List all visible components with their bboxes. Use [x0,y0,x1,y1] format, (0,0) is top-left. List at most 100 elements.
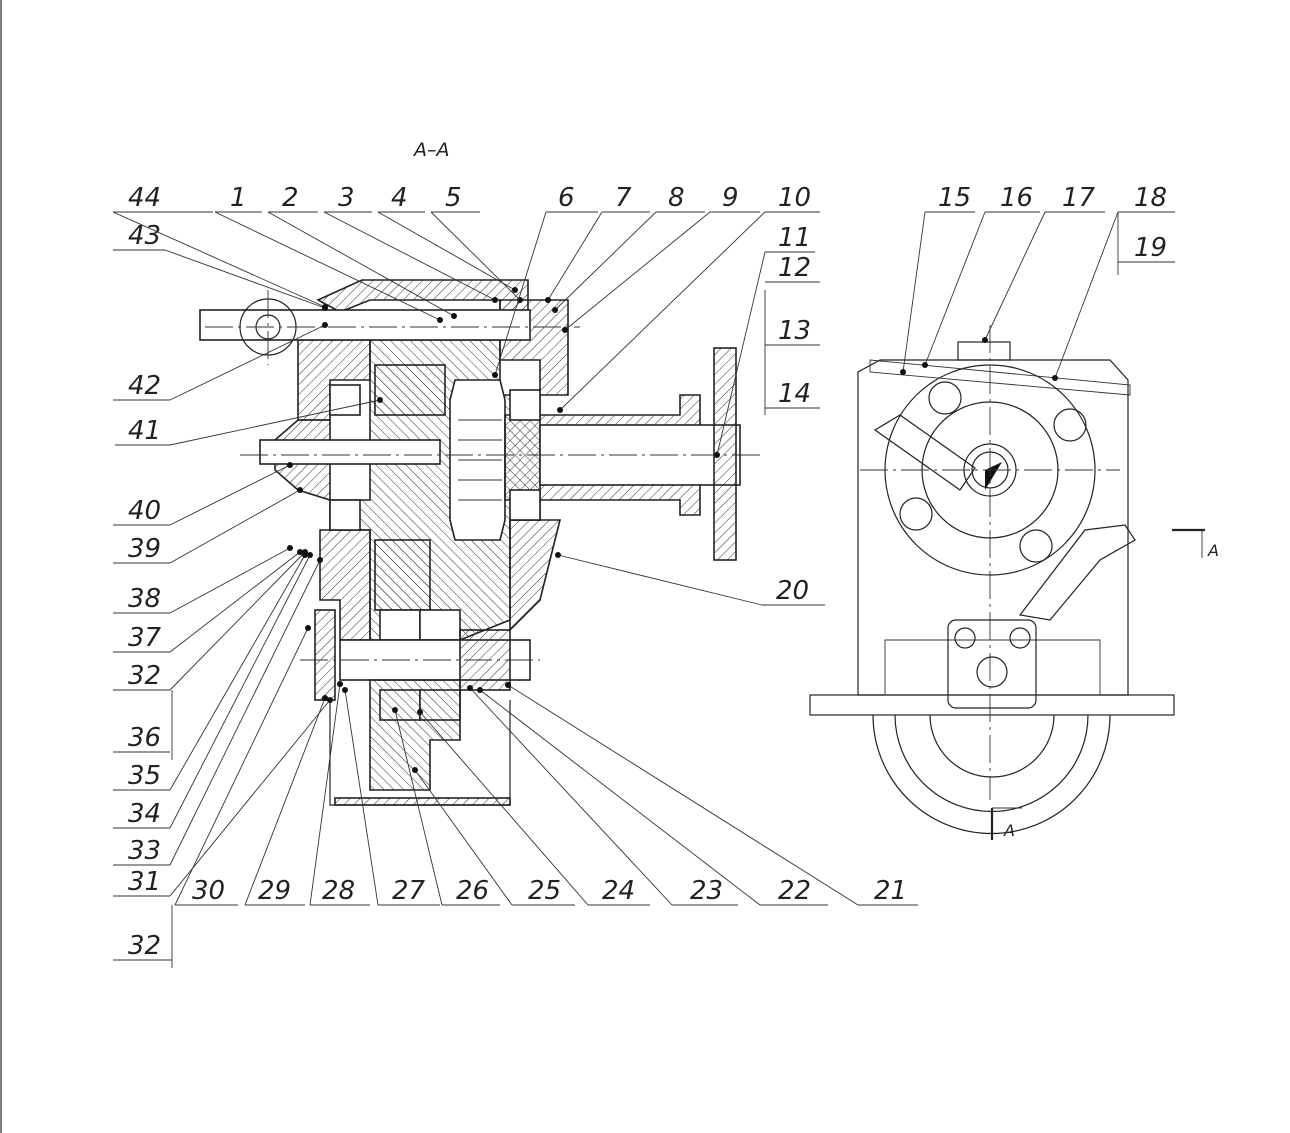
leader-line [164,249,326,309]
leader-line [469,687,673,906]
leader-dot [545,297,551,303]
leader-dot [492,372,498,378]
leader-dot [412,767,418,773]
leader-line [267,211,455,317]
part-label-10: 10 [778,183,811,213]
part-label-1: 1 [230,183,247,213]
leader-dot [287,545,293,551]
part-label-29: 29 [258,876,291,906]
leader-dot [342,687,348,693]
part-label-20: 20 [776,576,809,606]
leader-dot [337,681,343,687]
leader-line [419,711,589,906]
leader-line [557,554,763,606]
part-label-39: 39 [128,534,161,564]
leader-line [554,211,657,311]
part-label-13: 13 [778,316,811,346]
part-label-9: 9 [722,183,739,213]
leader-dot [451,313,457,319]
side-base [809,694,1175,716]
leader-line [547,211,603,301]
part-label-44: 44 [128,183,161,213]
leader-line [564,211,711,331]
part-label-28: 28 [322,876,355,906]
leader-line [169,699,331,897]
leader-line [924,211,986,366]
side-view: А А [809,325,1219,840]
lower-cap [314,609,336,701]
leader-dot [900,369,906,375]
side-top-plate [869,359,1131,396]
leader-dot [317,557,323,563]
leader-dot [297,549,303,555]
part-label-38: 38 [128,584,161,614]
leader-line [169,489,301,564]
leader-dot [557,407,563,413]
lower-gear-upper [374,539,431,611]
part-label-33: 33 [128,836,161,866]
part-label-16: 16 [1000,183,1033,213]
leader-dot [467,685,473,691]
side-lever [873,414,976,491]
output-flange [713,347,737,561]
leader-line [323,211,496,301]
leader-line [984,211,1046,341]
part-label-18: 18 [1134,183,1167,213]
leader-line [169,559,321,866]
part-label-26: 26 [456,876,489,906]
leader-line [169,399,381,446]
leader-dot [302,552,308,558]
part-label-32: 32 [128,661,161,691]
part-label-14: 14 [778,379,811,409]
leader-line [430,211,521,301]
leader-dot [492,297,498,303]
leader-dot [505,682,511,688]
leader-dot [417,709,423,715]
leader-dot [477,687,483,693]
leader-line [394,709,443,906]
part-label-34: 34 [128,799,161,829]
leader-line [169,324,326,401]
leader-line [169,554,311,829]
leader-line [309,683,341,906]
side-bracket [947,619,1037,709]
leader-dot [555,552,561,558]
leader-dot [552,307,558,313]
leader-dot [1052,375,1058,381]
leader-line [169,554,306,791]
leader-dot [562,327,568,333]
part-label-3: 3 [338,183,355,213]
inner-shaft [259,439,441,465]
part-label-11: 11 [778,223,811,253]
leader-dot [305,625,311,631]
leader-line [414,769,513,906]
leader-dot [307,552,313,558]
part-label-31: 31 [128,867,161,897]
leader-dot [392,707,398,713]
leader-line [169,551,301,653]
input-shaft [199,309,531,341]
part-label-15: 15 [938,183,971,213]
leader-line [344,689,379,906]
side-top-boss [957,341,1011,361]
leader-dot [377,397,383,403]
leader-line [494,211,547,376]
part-label-25: 25 [528,876,561,906]
part-label-41: 41 [128,416,161,446]
lower-gear [369,679,461,791]
leader-line [377,211,516,291]
part-label-43: 43 [128,221,161,251]
part-label-27: 27 [392,876,426,906]
part-label-37: 37 [128,623,162,653]
side-housing-outline [857,359,1129,696]
leader-dot [287,462,293,468]
part-label-5: 5 [445,183,462,213]
side-strut [1018,524,1136,621]
leader-line [244,697,326,906]
part-label-22: 22 [778,876,811,906]
leader-dot [512,287,518,293]
section-mark-bottom: А [1003,821,1015,840]
part-label-24: 24 [602,876,635,906]
part-label-4: 4 [391,183,408,213]
